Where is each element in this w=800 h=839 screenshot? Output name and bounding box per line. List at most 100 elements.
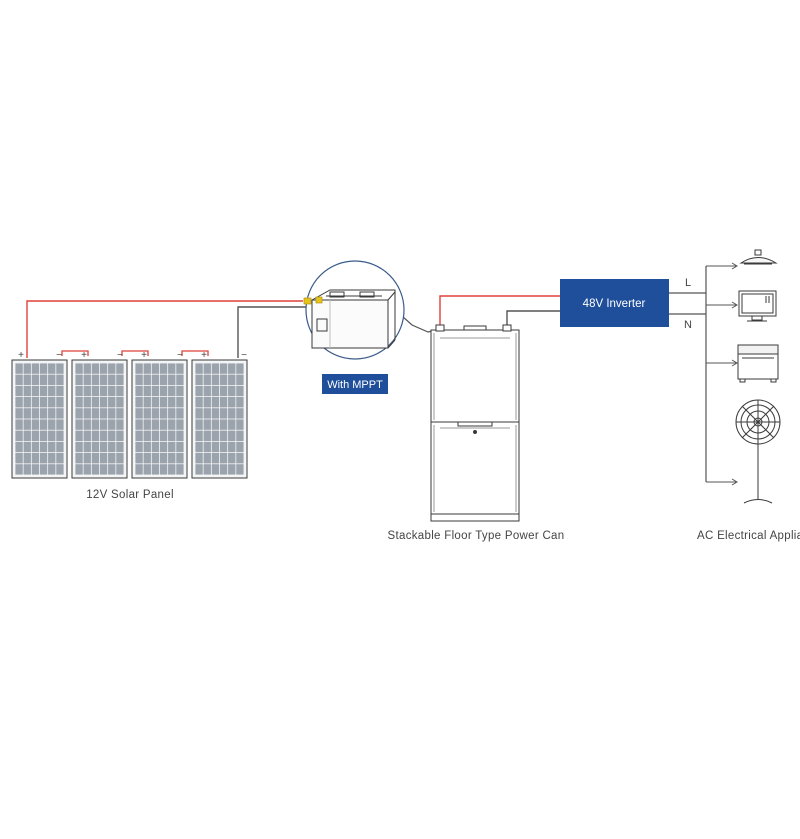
- panel-cell: [116, 397, 124, 408]
- positive-terminal-icon: [303, 297, 312, 305]
- arrowhead-monitor: [731, 301, 738, 309]
- panel-cell: [135, 464, 143, 475]
- panel-cell: [135, 441, 143, 453]
- panel-cell: [56, 441, 64, 453]
- panel-cell: [135, 419, 143, 430]
- panel-cell: [159, 441, 168, 453]
- fan-icon: [735, 399, 781, 504]
- panel-cell: [135, 397, 143, 408]
- panel-cell: [159, 408, 168, 419]
- line-terminal-label: L: [685, 277, 691, 289]
- mppt-controller-callout: [303, 260, 405, 360]
- panel-cell: [83, 464, 91, 475]
- panel-cell: [168, 397, 176, 408]
- panel-cell: [31, 374, 40, 385]
- panel-cell: [195, 464, 203, 475]
- panel-cell: [228, 441, 236, 453]
- panel-cell: [108, 397, 116, 408]
- negative-wire-battery-to-inverter: [506, 310, 560, 329]
- panel-cell: [211, 397, 220, 408]
- panel-cell: [23, 419, 31, 430]
- panel-cell: [31, 453, 40, 464]
- panel-cell: [135, 385, 143, 397]
- panel-cell: [168, 453, 176, 464]
- panel-cell: [99, 397, 108, 408]
- panel-cell: [56, 397, 64, 408]
- panel-cell: [211, 419, 220, 430]
- panel-cell: [116, 385, 124, 397]
- panel-cell: [143, 397, 151, 408]
- solar-panel: [191, 359, 248, 479]
- panel-cell: [15, 397, 23, 408]
- terminal-marker: −: [241, 350, 247, 361]
- panel-cell: [176, 385, 184, 397]
- panel-cell: [176, 397, 184, 408]
- panel-cell: [75, 441, 83, 453]
- panel-cell: [83, 385, 91, 397]
- panel-cell: [168, 441, 176, 453]
- panel-cell: [31, 363, 40, 374]
- solar-panel: [71, 359, 128, 479]
- panel-cell: [143, 408, 151, 419]
- terminal-marker: −: [56, 350, 62, 361]
- panel-cell: [135, 374, 143, 385]
- panel-cell: [151, 408, 160, 419]
- panel-cell: [48, 441, 56, 453]
- panel-cell: [15, 385, 23, 397]
- panel-cell: [56, 419, 64, 430]
- panel-cell: [203, 419, 211, 430]
- panel-cell: [83, 453, 91, 464]
- panel-cell: [236, 363, 244, 374]
- panel-cell: [203, 374, 211, 385]
- panel-cell: [116, 419, 124, 430]
- panel-cell: [15, 374, 23, 385]
- panel-cell: [203, 397, 211, 408]
- panel-cell: [56, 430, 64, 441]
- panel-cell: [219, 408, 228, 419]
- panel-cell: [168, 430, 176, 441]
- panel-cell: [15, 464, 23, 475]
- series-link-1: [61, 350, 89, 356]
- panel-cell: [135, 363, 143, 374]
- panel-cell: [48, 363, 56, 374]
- positive-wire-battery-to-inverter: [439, 295, 560, 329]
- panel-cell: [211, 453, 220, 464]
- panel-cell: [39, 385, 48, 397]
- panel-cell: [195, 430, 203, 441]
- panel-cell: [116, 430, 124, 441]
- panel-cell: [211, 363, 220, 374]
- panel-cell: [151, 464, 160, 475]
- panel-cell: [143, 441, 151, 453]
- panel-cell: [23, 453, 31, 464]
- panel-cell: [143, 453, 151, 464]
- panel-cell: [228, 385, 236, 397]
- panel-cell: [236, 453, 244, 464]
- panel-cell: [39, 419, 48, 430]
- panel-cell: [108, 374, 116, 385]
- panel-cell: [151, 419, 160, 430]
- panel-cell: [135, 408, 143, 419]
- panel-cell: [83, 408, 91, 419]
- panel-cell: [15, 419, 23, 430]
- panel-cell: [135, 430, 143, 441]
- panel-cell: [48, 397, 56, 408]
- panel-cell: [219, 464, 228, 475]
- panel-cell: [236, 374, 244, 385]
- panel-cell: [91, 453, 100, 464]
- neutral-terminal-label: N: [684, 319, 692, 331]
- panel-cell: [236, 385, 244, 397]
- panel-cell: [176, 374, 184, 385]
- panel-cell: [159, 374, 168, 385]
- arrowhead-fan: [731, 478, 738, 486]
- panel-cell: [108, 419, 116, 430]
- panel-cell: [39, 441, 48, 453]
- panel-cell: [99, 374, 108, 385]
- panel-cell: [108, 453, 116, 464]
- panel-cell: [228, 363, 236, 374]
- panel-cell: [151, 363, 160, 374]
- panel-cell: [176, 464, 184, 475]
- panel-cell: [108, 408, 116, 419]
- panel-cell: [99, 464, 108, 475]
- panel-cell: [91, 374, 100, 385]
- panel-cell: [91, 441, 100, 453]
